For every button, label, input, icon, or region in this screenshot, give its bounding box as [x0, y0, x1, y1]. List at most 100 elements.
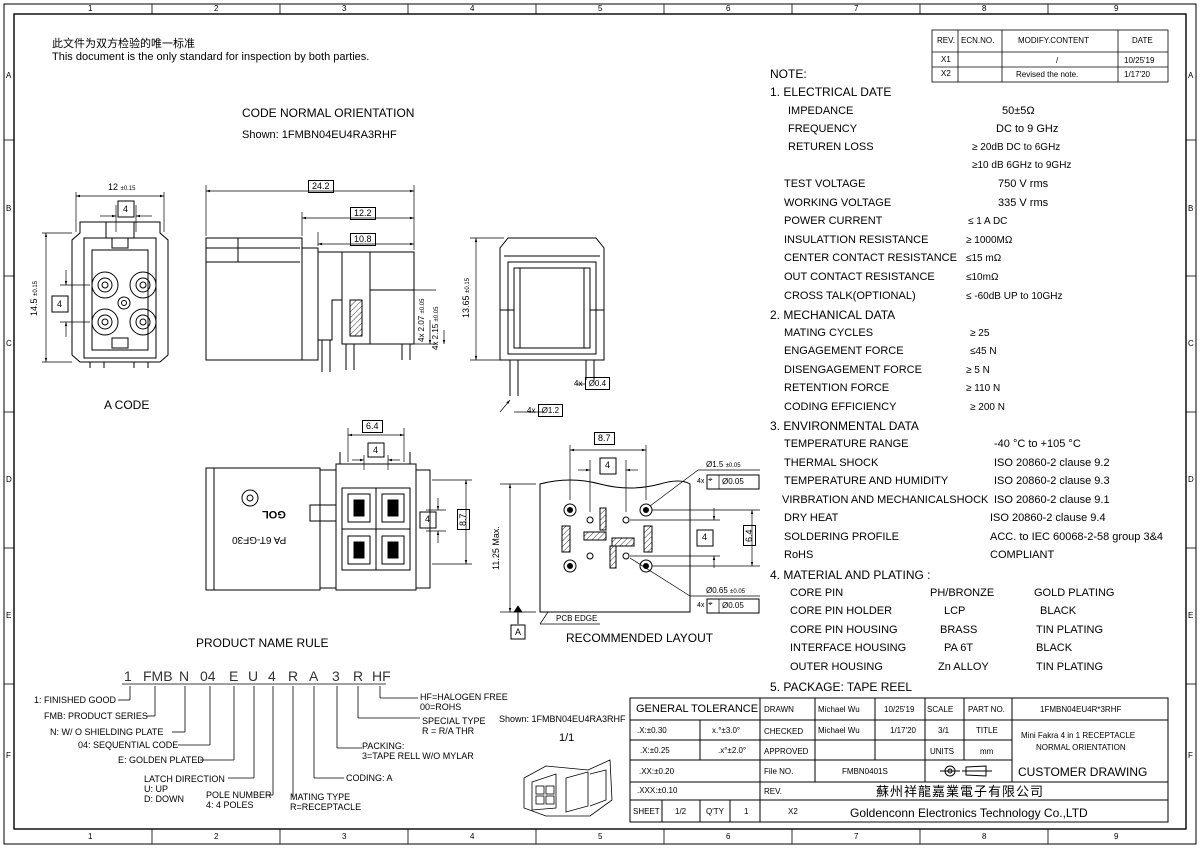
zone-letter: F	[1188, 751, 1193, 760]
dim-tolerance: ±0.05	[730, 589, 746, 595]
rule-latch-down: D: DOWN	[144, 794, 184, 804]
dim-0-65-count: 4x	[697, 602, 705, 609]
checked-date: 1/17'20	[890, 726, 916, 735]
en-standard-note: This document is the only standard for i…	[52, 51, 370, 63]
note-item-label: MATING CYCLES	[784, 327, 874, 339]
note-item-label: FREQUENCY	[788, 123, 858, 135]
dim-value: 4x 2.07	[417, 315, 426, 342]
dim-24-2: 24.2	[308, 180, 334, 193]
note-item-value: -40 °C to +105 °C	[994, 438, 1081, 450]
note-item-value: ISO 20860-2 clause 9.1	[994, 494, 1110, 506]
rule-pole: POLE NUMBER	[206, 790, 272, 800]
material-part: CORE PIN	[790, 587, 844, 599]
rule-packing-3: 3=TAPE RELL W/O MYLAR	[362, 751, 474, 761]
side-view	[205, 237, 415, 372]
code-segment: E	[229, 668, 239, 684]
dim-4c: 4	[373, 445, 379, 455]
material-name: PA 6T	[944, 642, 974, 654]
zone-letter: E	[1188, 611, 1194, 620]
rule-mating-r: R=RECEPTACLE	[290, 802, 362, 812]
note-item-label: OUT CONTACT RESISTANCE	[784, 271, 935, 283]
zone-letter: B	[6, 204, 12, 213]
housing-mark-material: PA 6T-GF30	[232, 534, 287, 545]
title-label: TITLE	[976, 726, 998, 735]
code-segment: 04	[200, 668, 216, 684]
drawn-label: DRAWN	[764, 705, 794, 714]
zone-number: 9	[1114, 832, 1119, 841]
dim-value: Ø1.2	[537, 404, 564, 417]
pcb-layout-dims	[500, 445, 760, 640]
material-part: OUTER HOUSING	[790, 661, 883, 673]
rev-value: X2	[788, 807, 798, 816]
zone-letter: F	[6, 751, 11, 760]
product-rule-title: PRODUCT NAME RULE	[196, 636, 329, 650]
title-block	[629, 697, 1169, 823]
material-name: Zn ALLOY	[938, 661, 989, 673]
zone-number: 6	[726, 4, 731, 13]
dim-value: Ø1.5	[706, 460, 724, 469]
dim-4e: 4	[605, 460, 611, 470]
code-segment: N	[179, 668, 190, 684]
material-part: CORE PIN HOUSING	[790, 624, 898, 636]
zone-letter: C	[6, 339, 12, 348]
note-item-value: COMPLIANT	[990, 549, 1055, 561]
revision-table	[931, 29, 1169, 83]
general-tolerance-label: GENERAL TOLERANCE	[636, 703, 759, 715]
dim-value: 11.25	[491, 548, 501, 570]
note-item-value: ≥ 25	[970, 328, 990, 339]
rule-special-r: R = R/A THR	[422, 726, 475, 736]
note-item-label: INSULATTION RESISTANCE	[784, 234, 929, 246]
note-item-label: WORKING VOLTAGE	[784, 197, 892, 209]
orientation-title: CODE NORMAL ORIENTATION	[242, 106, 415, 120]
zone-number: 1	[88, 832, 93, 841]
note-item-value: 750 V rms	[998, 178, 1049, 190]
approved-label: APPROVED	[764, 747, 809, 756]
code-segment: HF	[372, 668, 391, 684]
rev-x2-date: 1/17'20	[1124, 70, 1150, 79]
zone-letter: D	[6, 475, 12, 484]
zone-number: 4	[470, 4, 475, 13]
qty-value: 1	[744, 807, 749, 816]
note-section-package: 5. PACKAGE: TAPE REEL	[770, 680, 913, 694]
units-value: mm	[980, 747, 994, 756]
dim-8-7a: 8.7	[594, 432, 615, 445]
dim-4d: 4	[425, 514, 431, 524]
dim-1-5-position-tol: Ø0.05	[722, 477, 744, 486]
dim-6-4b: 6.4	[743, 525, 756, 546]
note-item-value: ≤45 N	[970, 346, 997, 357]
rule-packing: PACKING:	[362, 741, 405, 751]
datum-a: A	[515, 627, 522, 637]
rev-x1-content: /	[1056, 56, 1059, 65]
modify-header: MODIFY.CONTENT	[1018, 36, 1089, 45]
tol-xx: .XX:±0.20	[639, 767, 675, 776]
drawn-date: 10/25'19	[884, 705, 915, 714]
part-no-label: PART NO.	[968, 705, 1005, 714]
rule-hf: HF=HALOGEN FREE	[420, 692, 508, 702]
scale-label: SCALE	[927, 705, 954, 714]
note-item-label: VIRBRATION AND MECHANICALSHOCK	[782, 494, 989, 506]
iso-scale: 1/1	[559, 732, 575, 744]
rule-shielding: N: W/ O SHIELDING PLATE	[50, 727, 164, 737]
zone-number: 6	[726, 832, 731, 841]
rule-special: SPECIAL TYPE	[422, 716, 486, 726]
material-name: BRASS	[940, 624, 978, 636]
dim-13-65: 13.65 ±0.15	[461, 278, 471, 318]
date-header: DATE	[1132, 36, 1153, 45]
code-segment: R	[288, 668, 299, 684]
note-section-mechanical: 2. MECHANICAL DATA	[770, 308, 896, 322]
note-item-label: SOLDERING PROFILE	[784, 531, 899, 543]
ecn-header: ECN.NO.	[961, 36, 995, 45]
tol-xx-point: .X:±0.25	[640, 746, 670, 755]
dim-1-2: 4x Ø1.2	[527, 404, 564, 417]
material-part: CORE PIN HOLDER	[790, 605, 893, 617]
zone-letter: A	[6, 71, 12, 80]
dim-14-5: 14.5 ±0.15	[29, 281, 39, 316]
zone-number: 1	[88, 4, 93, 13]
code-segment: U	[248, 668, 259, 684]
note-item-value: ≥10 dB 6GHz to 9GHz	[972, 160, 1072, 171]
code-segment: 1	[124, 668, 132, 684]
rear-view-dims	[470, 237, 586, 413]
zone-number: 2	[214, 832, 219, 841]
